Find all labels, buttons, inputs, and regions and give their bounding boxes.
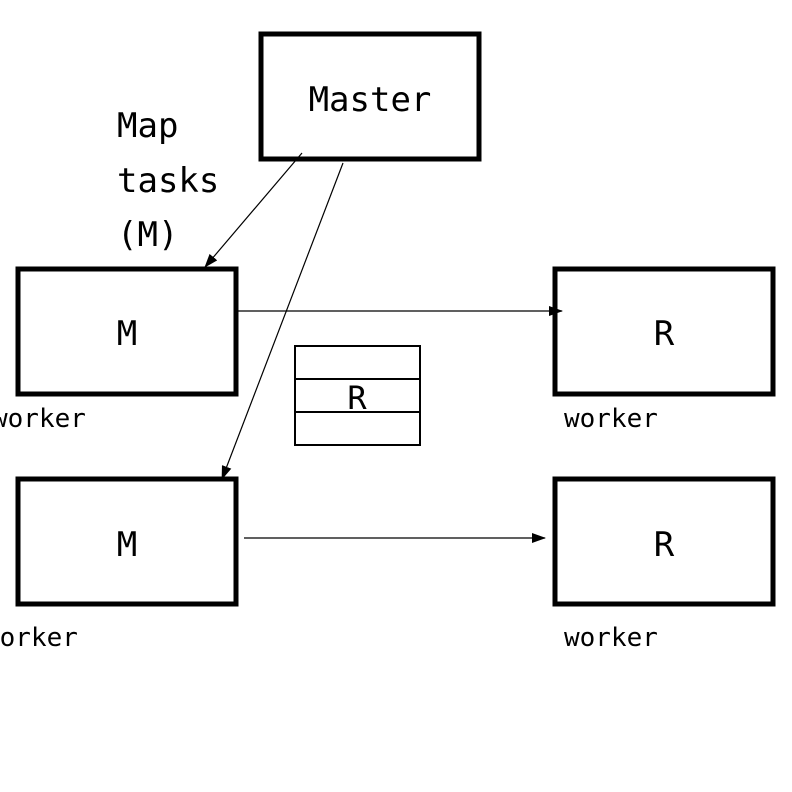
queue-label: R bbox=[347, 379, 367, 417]
map-worker-2-label: M bbox=[117, 525, 137, 565]
map-tasks-annotation: Map tasks (M) bbox=[117, 106, 219, 255]
master-label: Master bbox=[309, 80, 432, 120]
reduce-worker-2-caption: worker bbox=[564, 623, 658, 653]
reduce-worker-1-label: R bbox=[654, 314, 675, 354]
master-node: Master bbox=[258, 31, 482, 162]
reduce-task-queue: R bbox=[294, 345, 421, 446]
annotation-line-3: (M) bbox=[117, 215, 178, 255]
map-worker-2: M worker bbox=[0, 476, 239, 653]
map-worker-2-caption: worker bbox=[0, 623, 78, 653]
reduce-worker-1-caption: worker bbox=[564, 404, 658, 434]
reduce-worker-2-label: R bbox=[654, 525, 675, 565]
map-worker-1-label: M bbox=[117, 314, 137, 354]
annotation-line-1: Map bbox=[117, 106, 178, 146]
arrow-master-to-map-worker-1 bbox=[204, 152, 303, 268]
annotation-line-2: tasks bbox=[117, 161, 219, 201]
map-worker-1-caption: worker bbox=[0, 404, 86, 434]
map-worker-1: M worker bbox=[0, 266, 239, 434]
reduce-worker-1: R worker bbox=[552, 266, 776, 434]
reduce-worker-2: R worker bbox=[552, 476, 776, 653]
arrow-master-to-map-worker-2 bbox=[221, 162, 344, 480]
